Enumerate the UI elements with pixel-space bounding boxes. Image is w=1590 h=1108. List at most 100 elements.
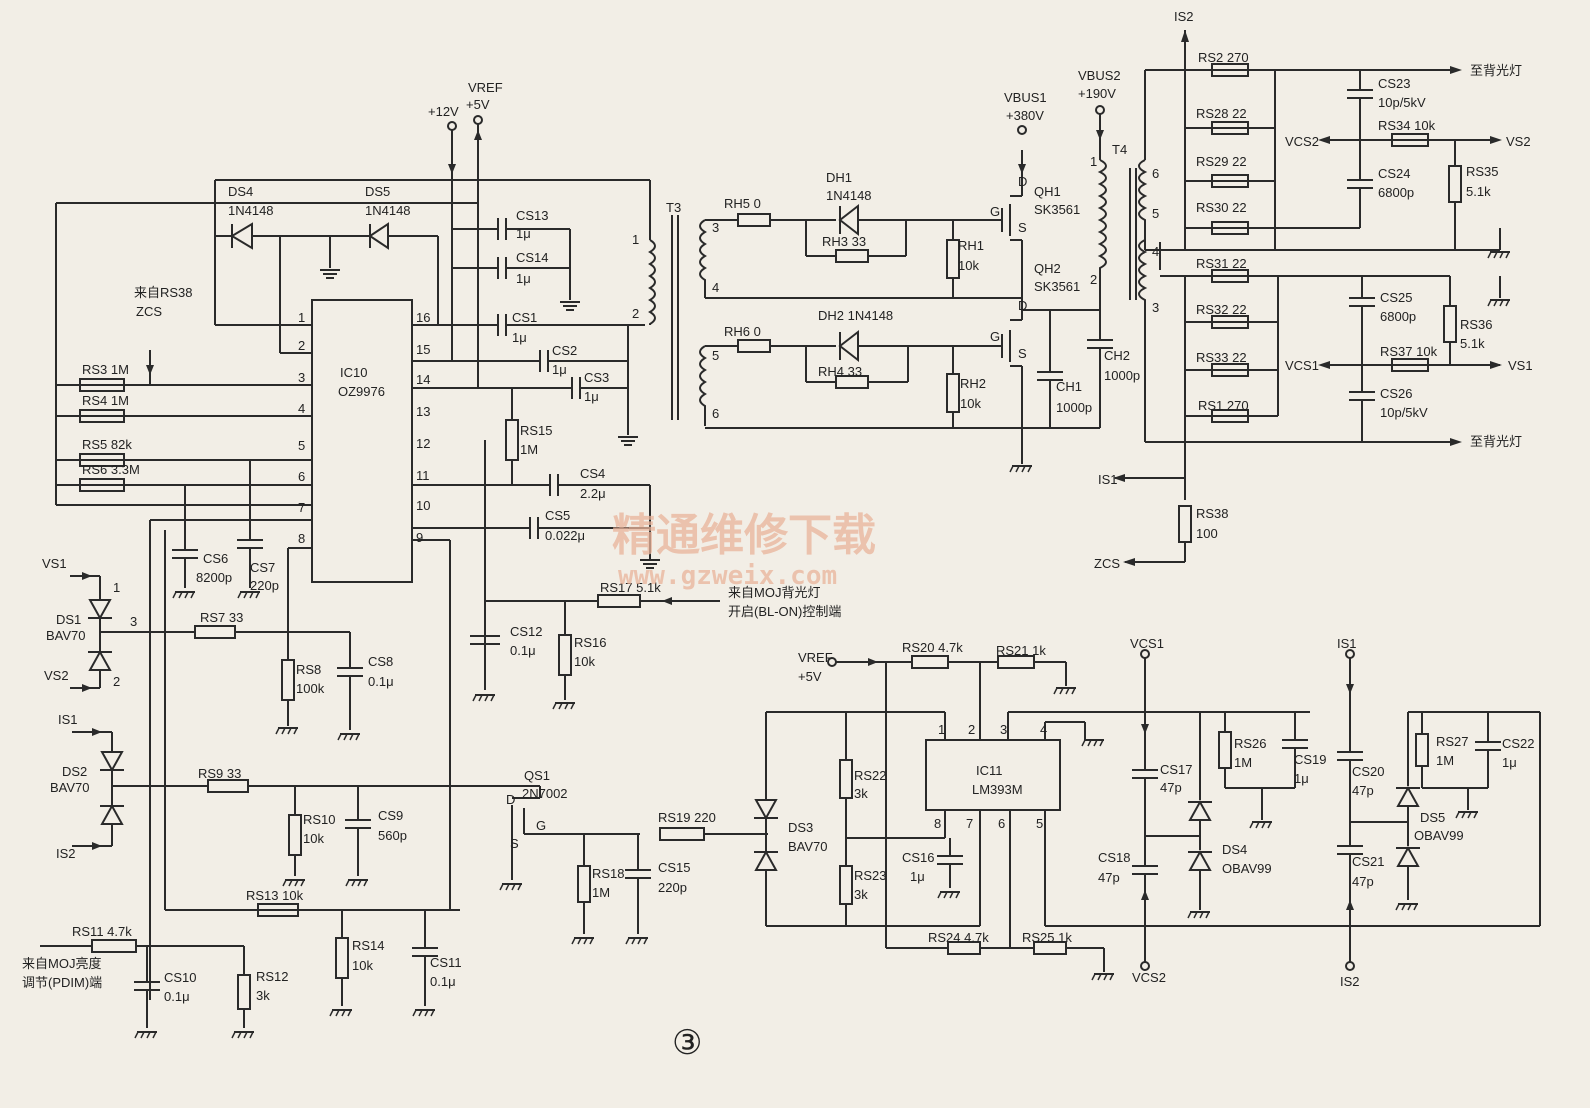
t3-w4: 4	[712, 280, 719, 295]
cs7-label: CS7	[250, 560, 275, 575]
qs1-s: S	[510, 836, 519, 851]
rs28-label: RS28 22	[1196, 106, 1247, 121]
rs16-label: RS16	[574, 635, 607, 650]
ic10-pin1: 1	[298, 310, 305, 325]
qh2-s: S	[1018, 346, 1027, 361]
cs10-value: 0.1μ	[164, 989, 190, 1004]
cmp-ds5-label: DS5	[1420, 810, 1445, 825]
ch1-label: CH1	[1056, 379, 1082, 394]
t3-pin2: 2	[632, 306, 639, 321]
rs12-value: 3k	[256, 988, 270, 1003]
cs21-value: 47p	[1352, 874, 1374, 889]
rs31-label: RS31 22	[1196, 256, 1247, 271]
ic11-pin7: 7	[966, 816, 973, 831]
rs11-label: RS11 4.7k	[72, 924, 132, 939]
ds4-part: 1N4148	[228, 203, 274, 218]
rs10-value: 10k	[303, 831, 324, 846]
cs21-label: CS21	[1352, 854, 1385, 869]
rh2-value: 10k	[960, 396, 981, 411]
dh2-label: DH2 1N4148	[818, 308, 893, 323]
qs1-g: G	[536, 818, 546, 833]
t4-w3: 3	[1152, 300, 1159, 315]
cs23-label: CS23	[1378, 76, 1411, 91]
vs2-in: VS2	[44, 668, 69, 683]
rh6-label: RH6 0	[724, 324, 761, 339]
bl-on-label1: 来自MOJ背光灯	[728, 585, 820, 600]
cs19-value: 1μ	[1294, 771, 1309, 786]
ds5-part: 1N4148	[365, 203, 411, 218]
qs1-label: QS1	[524, 768, 550, 783]
cs20-label: CS20	[1352, 764, 1385, 779]
ds1-pin3: 3	[130, 614, 137, 629]
is1-in: IS1	[58, 712, 78, 727]
t3-w5: 5	[712, 348, 719, 363]
cmp-vref: VREF	[798, 650, 833, 665]
cs8-label: CS8	[368, 654, 393, 669]
ds1-label: DS1	[56, 612, 81, 627]
ic10-pin3: 3	[298, 370, 305, 385]
rs35-label: RS35	[1466, 164, 1499, 179]
rs23-value: 3k	[854, 887, 868, 902]
ds1-pin1: 1	[113, 580, 120, 595]
cmp-ds4-label: DS4	[1222, 842, 1247, 857]
rs25-label: RS25 1k	[1022, 930, 1072, 945]
rs37-label: RS37 10k	[1380, 344, 1438, 359]
rs27-label: RS27	[1436, 734, 1469, 749]
qh1-part: SK3561	[1034, 202, 1080, 217]
t4-pin1: 1	[1090, 154, 1097, 169]
ch2-label: CH2	[1104, 348, 1130, 363]
ds2-label: DS2	[62, 764, 87, 779]
ic10-pin8: 8	[298, 531, 305, 546]
ic10-pin6: 6	[298, 469, 305, 484]
qs1-part: 2N7002	[522, 786, 568, 801]
t4-w5: 5	[1152, 206, 1159, 221]
cs4-label: CS4	[580, 466, 605, 481]
bl-on-label2: 开启(BL-ON)控制端	[728, 604, 841, 619]
zcs-left: ZCS	[136, 304, 162, 319]
watermark-url: www.gzweix.com	[618, 561, 837, 591]
cs6-value: 8200p	[196, 570, 232, 585]
t3-w6: 6	[712, 406, 719, 421]
cmp-is1: IS1	[1337, 636, 1357, 651]
ic11-pin6: 6	[998, 816, 1005, 831]
cs3-value: 1μ	[584, 389, 599, 404]
ic10-pin13: 13	[416, 404, 430, 419]
cs25-value: 6800p	[1380, 309, 1416, 324]
rs32-label: RS32 22	[1196, 302, 1247, 317]
cs12-value: 0.1μ	[510, 643, 536, 658]
rs26-label: RS26	[1234, 736, 1267, 751]
cs15-value: 220p	[658, 880, 687, 895]
ds3-part: BAV70	[788, 839, 828, 854]
cs15-label: CS15	[658, 860, 691, 875]
ds4-label: DS4	[228, 184, 253, 199]
cmp-ds4-part: OBAV99	[1222, 861, 1272, 876]
cs1-label: CS1	[512, 310, 537, 325]
rs16-value: 10k	[574, 654, 595, 669]
t3-primary	[648, 239, 656, 325]
cs6-label: CS6	[203, 551, 228, 566]
t3-w3: 3	[712, 220, 719, 235]
rs15-label: RS15	[520, 423, 553, 438]
rs30-label: RS30 22	[1196, 200, 1247, 215]
cs2-value: 1μ	[552, 362, 567, 377]
ds2-part: BAV70	[50, 780, 90, 795]
dh1-label: DH1	[826, 170, 852, 185]
rh3-label: RH3 33	[822, 234, 866, 249]
cs17-value: 47p	[1160, 780, 1182, 795]
t4-pin2: 2	[1090, 272, 1097, 287]
ic10-pin12: 12	[416, 436, 430, 451]
is2-top: IS2	[1174, 9, 1194, 24]
watermark-cn: 精通维修下载	[612, 510, 876, 561]
rs7-label: RS7 33	[200, 610, 243, 625]
ic10-pin4: 4	[298, 401, 305, 416]
rh5-label: RH5 0	[724, 196, 761, 211]
ic10-pin5: 5	[298, 438, 305, 453]
rail-vref: VREF	[468, 80, 503, 95]
rs18-label: RS18	[592, 866, 625, 881]
t3-label: T3	[666, 200, 681, 215]
cs12-label: CS12	[510, 624, 543, 639]
ic10-pin7: 7	[298, 500, 305, 515]
cmp-vcs2: VCS2	[1132, 970, 1166, 985]
ds3-label: DS3	[788, 820, 813, 835]
ds1-part: BAV70	[46, 628, 86, 643]
